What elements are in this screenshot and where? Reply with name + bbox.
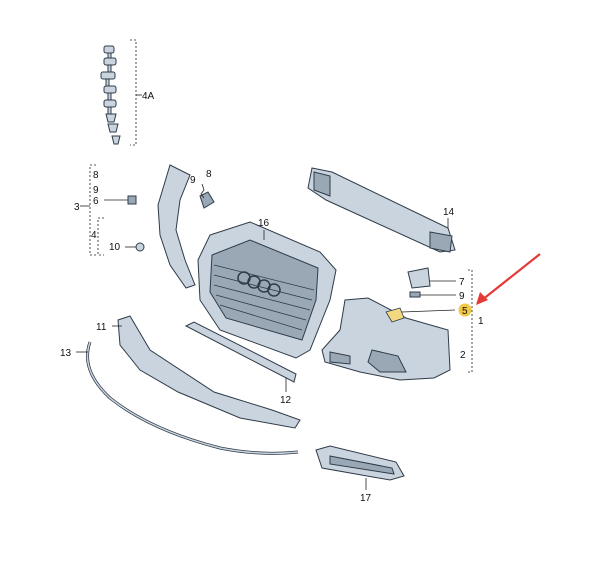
callout-9-left: 9	[93, 185, 99, 196]
callout-17: 17	[360, 493, 372, 504]
callout-7: 7	[459, 277, 465, 288]
callout-8-top: 8	[206, 169, 212, 180]
callout-8-left: 8	[93, 170, 99, 181]
callout-6: 6	[93, 196, 99, 207]
highlight-marker	[458, 303, 472, 317]
trim-strip	[76, 341, 299, 455]
bumper-cover	[321, 297, 451, 381]
radiator-grille	[197, 221, 337, 359]
callout-3: 3	[74, 202, 80, 213]
callout-2: 2	[460, 350, 466, 361]
callout-10: 10	[109, 242, 121, 253]
callout-11: 11	[96, 322, 107, 333]
callout-13: 13	[60, 348, 72, 359]
mount-bracket	[401, 267, 473, 373]
callout-1: 1	[478, 316, 484, 327]
callout-4: 4	[91, 230, 97, 241]
impact-bar	[307, 167, 456, 253]
callout-16: 16	[258, 218, 270, 229]
callout-5: 5	[462, 306, 468, 317]
fog-light-cover	[315, 445, 405, 490]
callout-4a: 4A	[142, 91, 155, 102]
callout-12: 12	[280, 395, 292, 406]
left-bracket-group	[80, 164, 215, 289]
lower-grille-strip	[112, 315, 301, 429]
callout-9-right: 9	[459, 291, 465, 302]
highlight-arrow	[476, 253, 541, 305]
callout-14: 14	[443, 207, 455, 218]
callout-9-top: 9	[190, 175, 196, 186]
fastener-set-4a	[100, 39, 142, 146]
